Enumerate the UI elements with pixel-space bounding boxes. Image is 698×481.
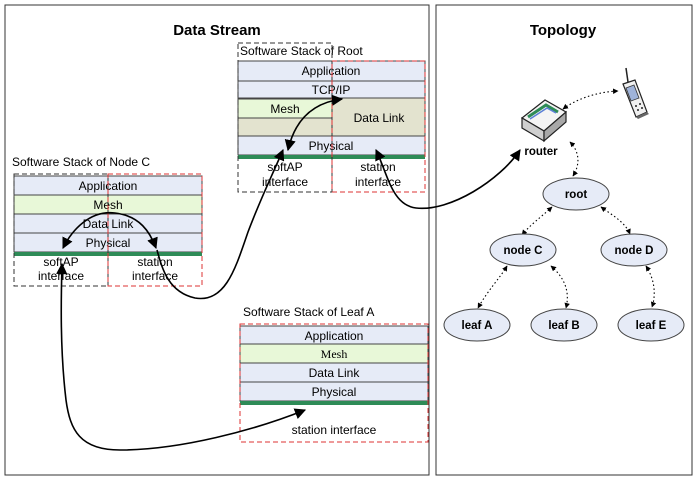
topology-leaf-b: leaf B [530,308,598,342]
leaf-a-datalink-label: Data Link [309,366,361,380]
node-c-inner-arrow [62,212,158,250]
topology-node-c-label: node C [504,245,543,257]
leaf-a-physical-bar [240,401,428,405]
root-stack-caption: Software Stack of Root [240,44,363,58]
data-stream-title: Data Stream [173,22,261,39]
topology-links [477,88,657,309]
root-tcpip-label: TCP/IP [312,83,351,97]
node-c-station-label-line2: interface [132,269,178,283]
phone-icon [622,67,649,119]
root-mesh-label: Mesh [270,102,299,116]
topology-leaf-e: leaf E [617,308,685,342]
root-inner-arrow [284,94,344,152]
router-label: router [524,146,558,158]
topology-node-d: node D [600,233,668,267]
leaf-a-station-interface-label: station interface [292,423,377,437]
topology-leaf-b-label: leaf B [548,320,579,332]
router-icon [520,99,568,143]
leaf-a-mesh-label: Mesh [321,347,348,361]
topology-node-d-label: node D [615,245,654,257]
topology-node-c: node C [489,233,557,267]
topology-leaf-a: leaf A [443,308,511,342]
topology-node-root-label: root [565,189,588,201]
data-stream-arrows [56,94,521,451]
leaf-a-application-label: Application [305,329,364,343]
root-physical-label: Physical [309,139,354,153]
topology-node-root: root [542,177,610,211]
node-c-stack-caption: Software Stack of Node C [12,155,150,169]
root-application-label: Application [302,64,361,78]
topology-leaf-e-label: leaf E [636,320,667,332]
root-station-label-line2: interface [355,175,401,189]
link-router-phone [562,88,619,110]
root-to-router-arrow [375,148,521,210]
root-softap-label-line2: interface [262,175,308,189]
link-root-noded [600,206,631,235]
node-c-station-label-line1: station [137,255,172,269]
topology-leaf-a-label: leaf A [462,320,493,332]
leaf-a-to-node-c-arrow [56,262,307,451]
leaf-a-stack-caption: Software Stack of Leaf A [243,305,374,319]
topology-title: Topology [530,22,597,39]
root-datalink-label: Data Link [354,111,406,125]
link-nodec-leafb [550,265,570,309]
node-c-softap-label-line1: softAP [43,255,78,269]
leaf-a-physical-label: Physical [312,385,357,399]
root-station-label-line1: station [360,160,395,174]
root-softap-label-line1: softAP [267,160,302,174]
